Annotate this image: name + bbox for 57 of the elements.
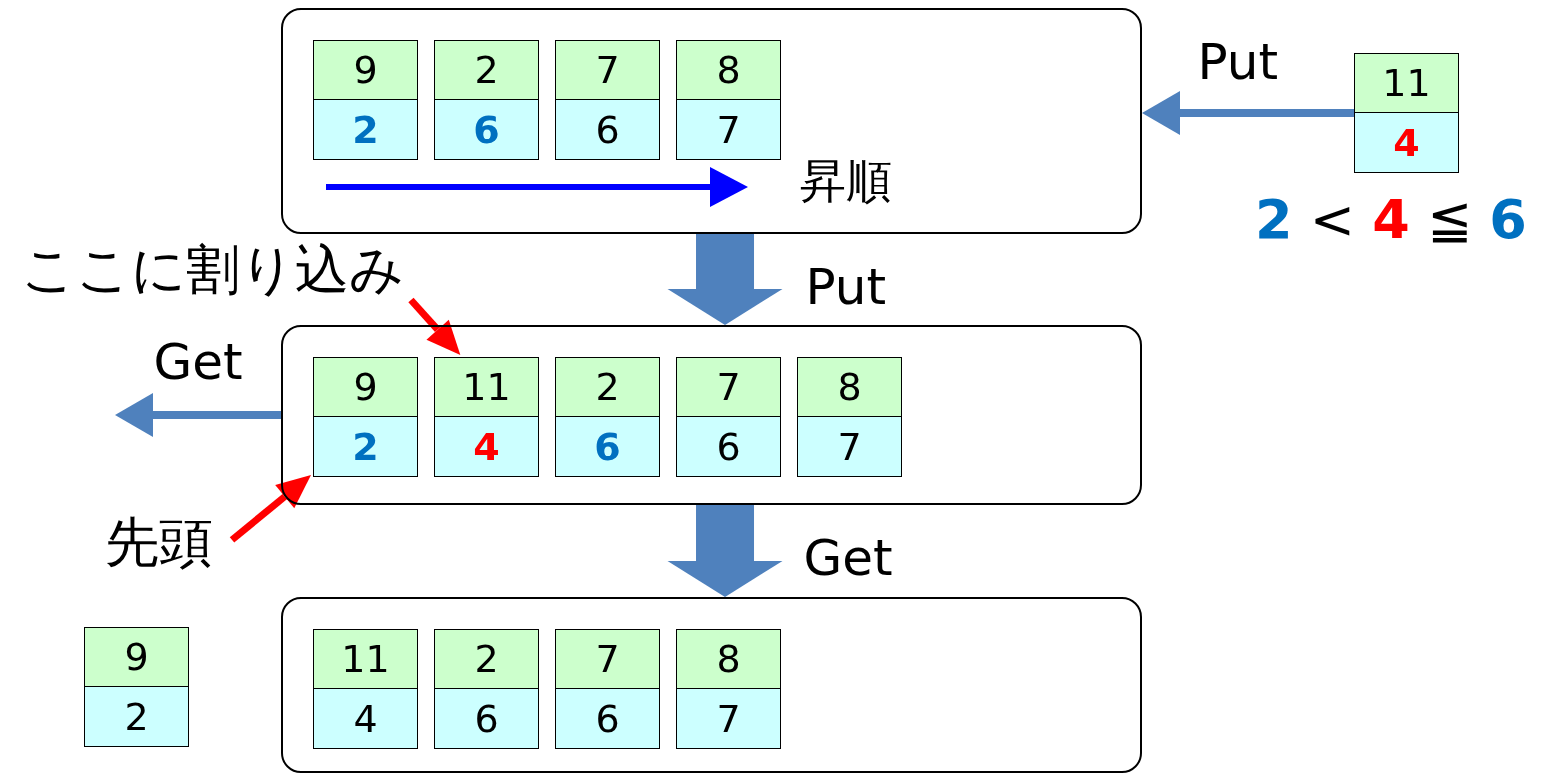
priority-cell: 4: [1355, 113, 1458, 172]
priority-cell: 6: [435, 100, 538, 159]
queue-item: [313, 40, 418, 160]
queue-panel: [281, 325, 1142, 505]
value-cell: 9: [85, 628, 188, 687]
value-cell: 7: [677, 358, 780, 417]
priority-cell: 7: [798, 417, 901, 476]
priority-cell: 4: [314, 689, 417, 748]
queue-item: [676, 357, 781, 477]
block-arrow: [667, 234, 783, 325]
priority-cell: 2: [314, 100, 417, 159]
leader-arrow: [408, 297, 461, 355]
value-cell: 11: [1355, 54, 1458, 113]
priority-cell: 2: [314, 417, 417, 476]
value-cell: 11: [314, 630, 417, 689]
queue-item: [555, 357, 660, 477]
priority-cell: 6: [556, 100, 659, 159]
order-label: 昇順: [800, 158, 892, 204]
value-cell: 8: [677, 41, 780, 100]
callout-text: ここに割り込み: [20, 240, 405, 300]
queue-item: [555, 629, 660, 749]
comparison-text: 2 < 4 ≦ 6: [1255, 193, 1527, 247]
value-cell: 2: [556, 358, 659, 417]
queue-item: [313, 629, 418, 749]
priority-cell: 6: [556, 417, 659, 476]
queue-item: [313, 357, 418, 477]
callout-text: 先頭: [104, 512, 214, 574]
queue-item: [797, 357, 902, 477]
queue-item: [1354, 53, 1459, 173]
leader-arrow: [229, 475, 311, 543]
value-cell: 7: [556, 630, 659, 689]
queue-item: [434, 357, 539, 477]
value-cell: 7: [556, 41, 659, 100]
priority-cell: 6: [435, 689, 538, 748]
value-cell: 9: [314, 358, 417, 417]
queue-item: [84, 627, 189, 747]
value-cell: 8: [677, 630, 780, 689]
priority-cell: 4: [435, 417, 538, 476]
value-cell: 2: [435, 630, 538, 689]
value-cell: 9: [314, 41, 417, 100]
queue-item: [434, 629, 539, 749]
value-cell: 2: [435, 41, 538, 100]
queue-panel: [281, 597, 1142, 773]
priority-cell: 6: [677, 417, 780, 476]
queue-item: [676, 629, 781, 749]
value-cell: 8: [798, 358, 901, 417]
value-cell: 11: [435, 358, 538, 417]
queue-item: [555, 40, 660, 160]
priority-cell: 6: [556, 689, 659, 748]
priority-cell: 7: [677, 689, 780, 748]
block-arrow: [667, 505, 783, 597]
queue-panel: [281, 8, 1142, 234]
queue-item: [434, 40, 539, 160]
queue-item: [676, 40, 781, 160]
arrow: [1142, 91, 1354, 136]
priority-cell: 2: [85, 687, 188, 746]
priority-cell: 7: [677, 100, 780, 159]
